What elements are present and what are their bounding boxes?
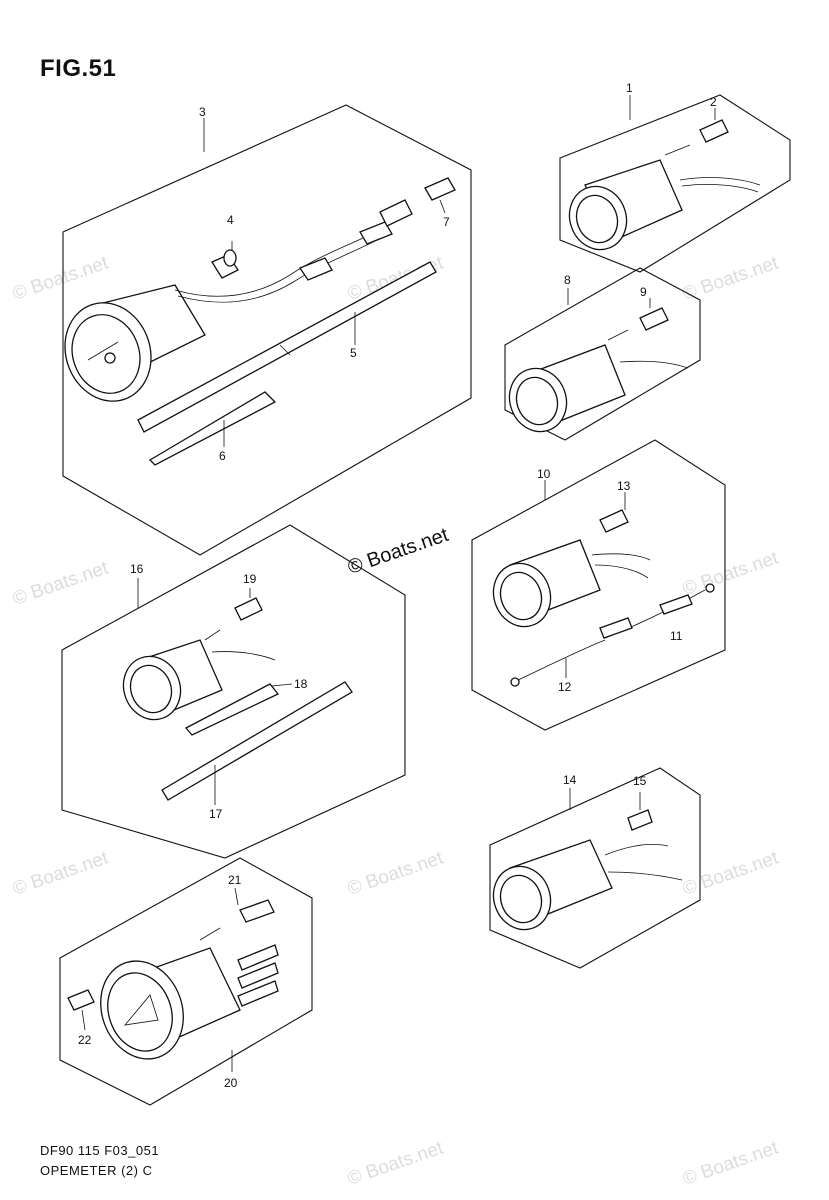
callout-14: 14 — [563, 773, 577, 787]
bulb-21 — [234, 887, 275, 923]
hose-5 — [137, 261, 437, 433]
bulb-2 — [699, 108, 729, 143]
callout-4: 4 — [227, 213, 234, 227]
gauge-14 — [492, 839, 683, 931]
group-14-outline — [489, 767, 701, 969]
bulb-9 — [639, 298, 669, 331]
callout-12: 12 — [558, 680, 572, 694]
callout-16: 16 — [130, 562, 144, 576]
group-16-outline — [61, 524, 406, 859]
bulb-13 — [599, 492, 629, 533]
hose-17 — [161, 681, 353, 805]
callout-6: 6 — [219, 449, 226, 463]
callout-2: 2 — [710, 95, 717, 109]
gauge-8 — [508, 329, 689, 433]
callout-11: 11 — [670, 629, 683, 643]
callout-17: 17 — [209, 807, 223, 821]
callout-20: 20 — [224, 1076, 238, 1090]
bulb-19 — [234, 588, 263, 621]
gauge-10 — [492, 539, 651, 628]
callout-9: 9 — [640, 285, 647, 299]
figure-title: FIG.51 — [40, 55, 117, 82]
bulb-15 — [627, 792, 653, 831]
gauge-20 — [100, 927, 279, 1060]
callout-5: 5 — [350, 346, 357, 360]
callout-3: 3 — [199, 105, 206, 119]
drawing-code: DF90 115 F03_051 — [40, 1143, 160, 1158]
gauge-1 — [568, 144, 761, 251]
speedometer-gauge-3 — [64, 284, 206, 402]
callout-1: 1 — [626, 81, 633, 95]
wire-harness-3 — [174, 199, 413, 303]
group-1-outline — [559, 94, 791, 273]
group-20-outline — [59, 857, 313, 1106]
group-8-outline — [504, 267, 701, 441]
bulb-22 — [67, 989, 95, 1031]
gauge-16 — [122, 629, 276, 721]
callout-13: 13 — [617, 479, 631, 493]
callout-10: 10 — [537, 467, 551, 481]
callout-7: 7 — [443, 215, 450, 229]
callout-19: 19 — [243, 572, 257, 586]
wire-12 — [510, 617, 633, 687]
group-10-outline — [471, 439, 726, 731]
callout-18: 18 — [294, 677, 308, 691]
speedometer-bulb-4 — [211, 241, 239, 279]
callout-15: 15 — [633, 774, 647, 788]
pitot-tube-6 — [148, 391, 277, 466]
group-3-outline — [62, 104, 472, 556]
sender-7 — [424, 177, 456, 214]
callout-22: 22 — [78, 1033, 92, 1047]
pitot-18 — [184, 683, 293, 736]
callout-8: 8 — [564, 273, 571, 287]
drawing-name: OPEMETER (2) C — [40, 1163, 153, 1178]
callout-21: 21 — [228, 873, 242, 887]
